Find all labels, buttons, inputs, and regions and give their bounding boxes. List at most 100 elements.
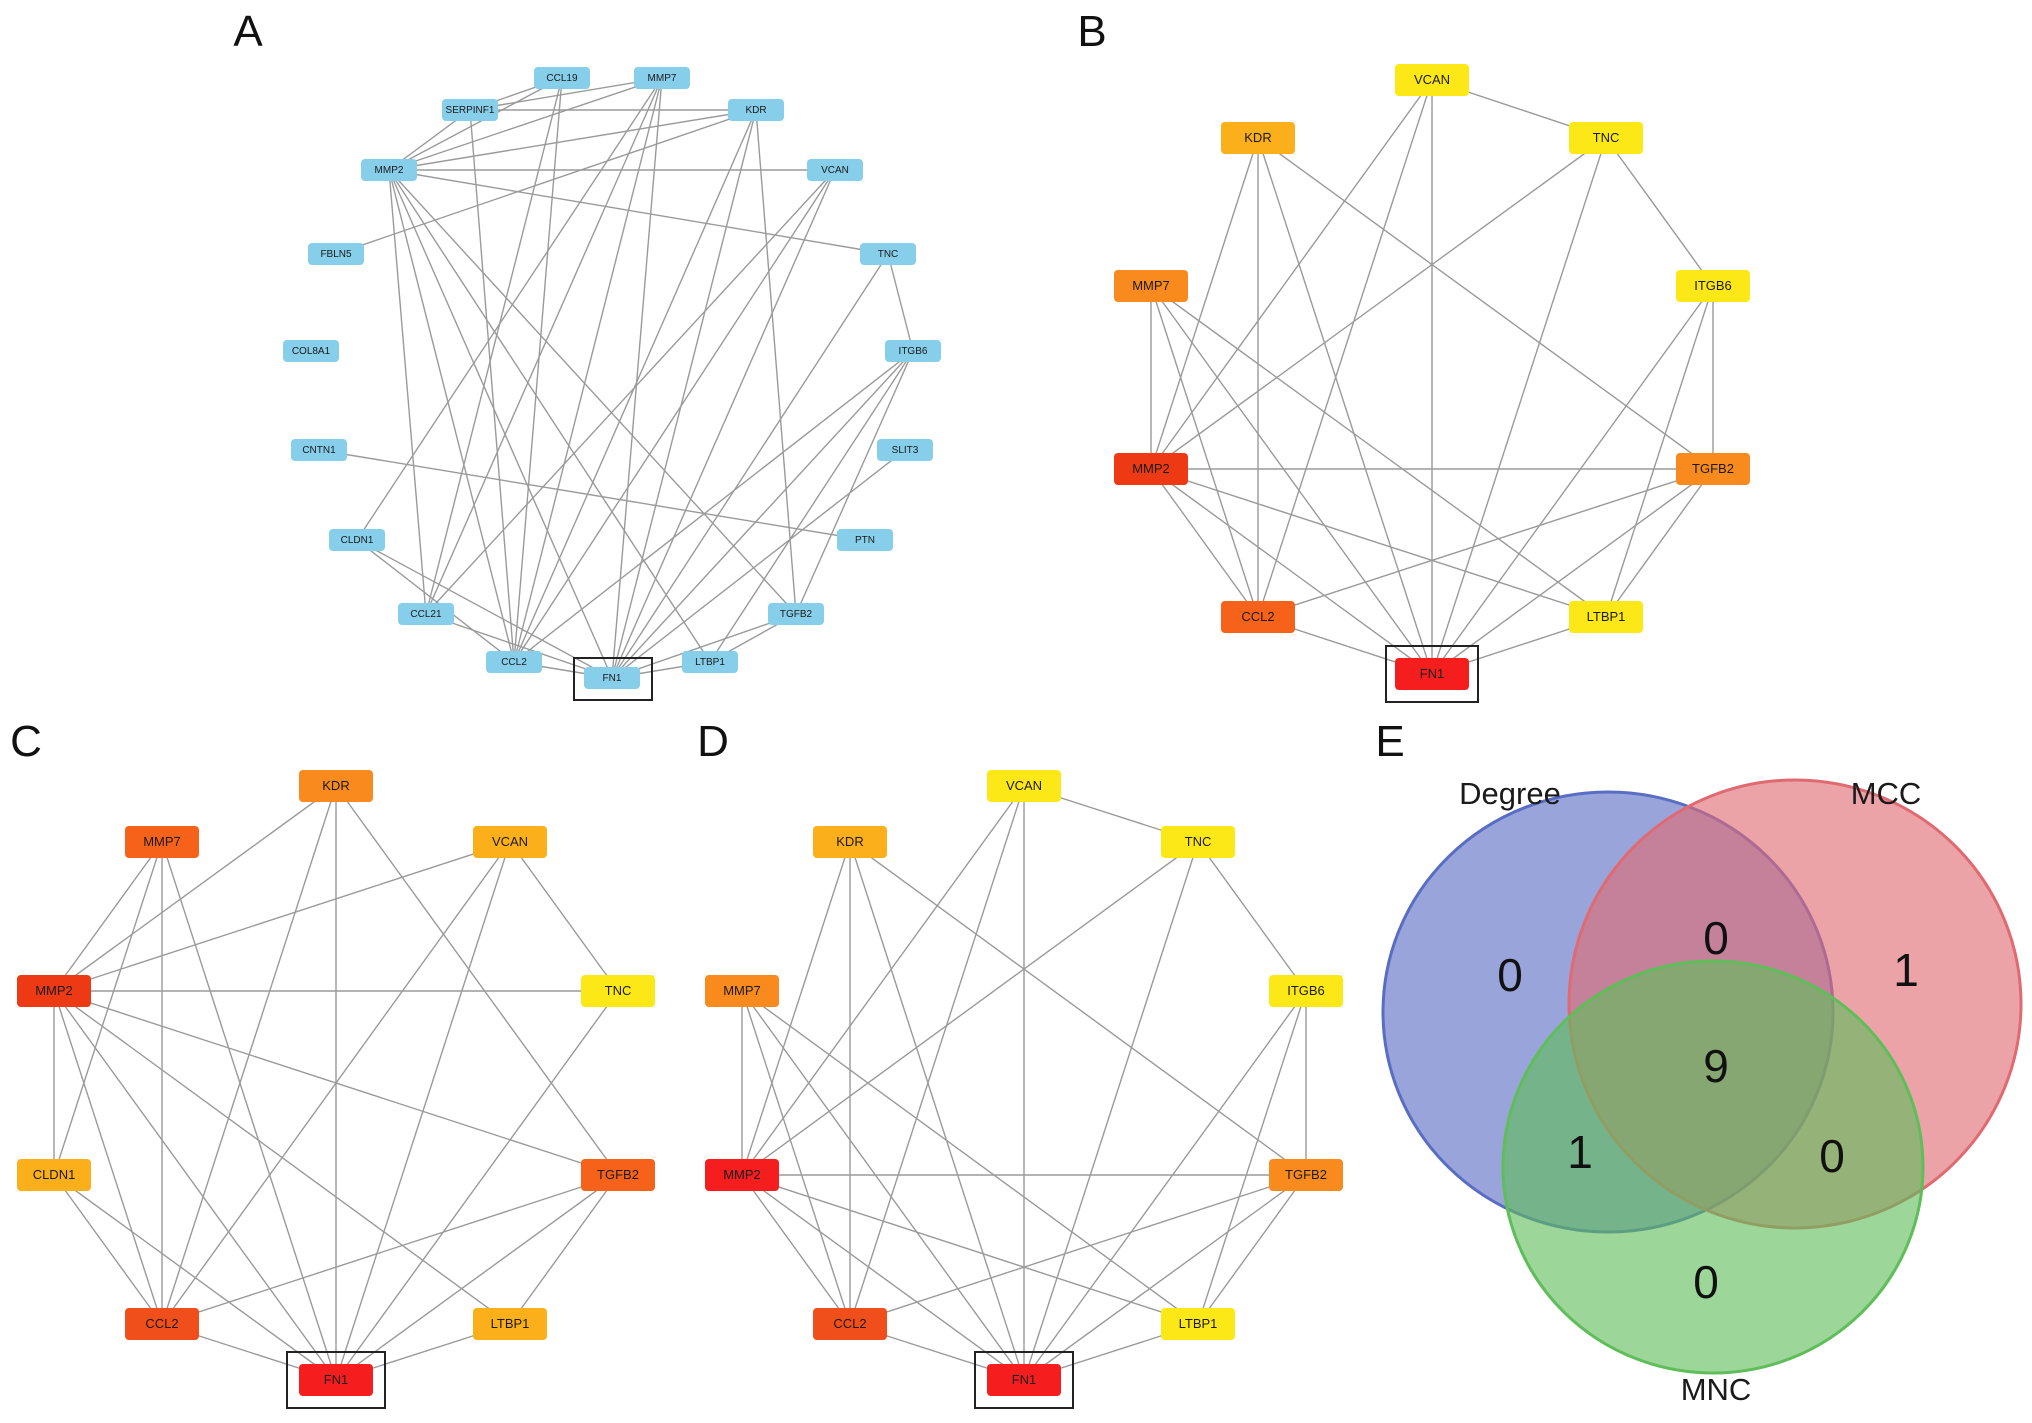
node-box bbox=[1221, 601, 1295, 633]
edge-mmp2-ccl19 bbox=[388, 77, 563, 171]
node-box bbox=[1676, 270, 1750, 302]
node-fn1[interactable]: FN1 bbox=[584, 667, 640, 689]
edge-mmp2-ltbp1 bbox=[1150, 468, 1607, 618]
node-fn1[interactable]: FN1 bbox=[1395, 658, 1469, 690]
node-mmp2[interactable]: MMP2 bbox=[17, 975, 91, 1007]
node-tgfb2[interactable]: TGFB2 bbox=[1676, 453, 1750, 485]
node-box bbox=[473, 1308, 547, 1340]
node-cntn1[interactable]: CNTN1 bbox=[291, 439, 347, 461]
node-tgfb2[interactable]: TGFB2 bbox=[768, 603, 824, 625]
node-mmp2[interactable]: MMP2 bbox=[1114, 453, 1188, 485]
node-vcan[interactable]: VCAN bbox=[987, 770, 1061, 802]
edge-mmp2-fn1 bbox=[388, 169, 613, 679]
node-box bbox=[1114, 270, 1188, 302]
venn-count-mcc-mnc: 0 bbox=[1819, 1130, 1845, 1182]
edge-mmp7-mmp2 bbox=[53, 841, 163, 992]
edge-mmp7-ccl2 bbox=[741, 990, 851, 1325]
node-mmp7[interactable]: MMP7 bbox=[705, 975, 779, 1007]
edge-serpinf1-mmp7 bbox=[469, 77, 663, 111]
venn-count-all-three: 9 bbox=[1703, 1040, 1729, 1092]
node-tnc[interactable]: TNC bbox=[860, 243, 916, 265]
node-box bbox=[299, 1364, 373, 1396]
node-mmp7[interactable]: MMP7 bbox=[1114, 270, 1188, 302]
node-label: ITGB6 bbox=[899, 346, 928, 357]
node-kdr[interactable]: KDR bbox=[728, 99, 784, 121]
panel-label-c: C bbox=[10, 717, 42, 766]
node-label: MMP2 bbox=[1132, 461, 1170, 476]
node-serpinf1[interactable]: SERPINF1 bbox=[442, 99, 498, 121]
node-ccl2[interactable]: CCL2 bbox=[125, 1308, 199, 1340]
edge-mmp2-fn1 bbox=[741, 1174, 1025, 1381]
edges bbox=[318, 77, 914, 679]
node-label: ITGB6 bbox=[1694, 278, 1732, 293]
node-label: CLDN1 bbox=[33, 1167, 76, 1182]
node-tnc[interactable]: TNC bbox=[581, 975, 655, 1007]
node-ltbp1[interactable]: LTBP1 bbox=[1161, 1308, 1235, 1340]
node-ccl19[interactable]: CCL19 bbox=[534, 67, 590, 89]
edge-tnc-fn1 bbox=[611, 253, 889, 679]
edge-mmp2-tgfb2 bbox=[53, 990, 619, 1176]
panel-label-d: D bbox=[697, 717, 729, 766]
node-ccl2[interactable]: CCL2 bbox=[486, 651, 542, 673]
edge-itgb6-ccl2 bbox=[513, 350, 914, 663]
node-box bbox=[17, 975, 91, 1007]
node-label: VCAN bbox=[492, 834, 528, 849]
edge-tgfb2-fn1 bbox=[1431, 468, 1714, 675]
node-tnc[interactable]: TNC bbox=[1161, 826, 1235, 858]
node-col8a1[interactable]: COL8A1 bbox=[283, 340, 339, 362]
edge-vcan-fn1 bbox=[611, 169, 836, 679]
node-vcan[interactable]: VCAN bbox=[807, 159, 863, 181]
node-vcan[interactable]: VCAN bbox=[473, 826, 547, 858]
node-box bbox=[837, 529, 893, 551]
node-kdr[interactable]: KDR bbox=[813, 826, 887, 858]
edge-kdr-tgfb2 bbox=[1257, 137, 1714, 470]
node-kdr[interactable]: KDR bbox=[299, 770, 373, 802]
node-box bbox=[728, 99, 784, 121]
node-label: MMP7 bbox=[723, 983, 761, 998]
node-itgb6[interactable]: ITGB6 bbox=[1676, 270, 1750, 302]
node-ccl21[interactable]: CCL21 bbox=[398, 603, 454, 625]
node-label: TGFB2 bbox=[597, 1167, 639, 1182]
edge-vcan-tnc bbox=[509, 841, 619, 992]
edge-tnc-fn1 bbox=[1023, 841, 1199, 1381]
node-ptn[interactable]: PTN bbox=[837, 529, 893, 551]
node-fn1[interactable]: FN1 bbox=[987, 1364, 1061, 1396]
node-box bbox=[581, 1159, 655, 1191]
node-ccl2[interactable]: CCL2 bbox=[1221, 601, 1295, 633]
node-kdr[interactable]: KDR bbox=[1221, 122, 1295, 154]
node-mmp2[interactable]: MMP2 bbox=[705, 1159, 779, 1191]
node-mmp7[interactable]: MMP7 bbox=[634, 67, 690, 89]
node-ltbp1[interactable]: LTBP1 bbox=[1569, 601, 1643, 633]
node-cldn1[interactable]: CLDN1 bbox=[17, 1159, 91, 1191]
edge-mmp2-ccl2 bbox=[388, 169, 515, 663]
node-ltbp1[interactable]: LTBP1 bbox=[682, 651, 738, 673]
node-tgfb2[interactable]: TGFB2 bbox=[581, 1159, 655, 1191]
node-tnc[interactable]: TNC bbox=[1569, 122, 1643, 154]
node-box bbox=[473, 826, 547, 858]
hub-highlight-box bbox=[573, 657, 653, 701]
edge-itgb6-ltbp1 bbox=[1605, 285, 1714, 618]
node-mmp2[interactable]: MMP2 bbox=[361, 159, 417, 181]
node-vcan[interactable]: VCAN bbox=[1395, 64, 1469, 96]
node-label: TNC bbox=[878, 249, 899, 260]
node-fbln5[interactable]: FBLN5 bbox=[308, 243, 364, 265]
node-slit3[interactable]: SLIT3 bbox=[877, 439, 933, 461]
venn-count-degree-mnc: 1 bbox=[1567, 1126, 1593, 1178]
edge-mmp2-tnc bbox=[388, 169, 889, 255]
edge-cntn1-ptn bbox=[318, 449, 866, 541]
node-tgfb2[interactable]: TGFB2 bbox=[1269, 1159, 1343, 1191]
node-box bbox=[442, 99, 498, 121]
node-itgb6[interactable]: ITGB6 bbox=[885, 340, 941, 362]
node-ccl2[interactable]: CCL2 bbox=[813, 1308, 887, 1340]
node-ltbp1[interactable]: LTBP1 bbox=[473, 1308, 547, 1340]
node-itgb6[interactable]: ITGB6 bbox=[1269, 975, 1343, 1007]
node-box bbox=[1569, 122, 1643, 154]
node-fn1[interactable]: FN1 bbox=[299, 1364, 373, 1396]
node-label: TNC bbox=[1185, 834, 1212, 849]
node-cldn1[interactable]: CLDN1 bbox=[329, 529, 385, 551]
node-box bbox=[813, 1308, 887, 1340]
node-mmp7[interactable]: MMP7 bbox=[125, 826, 199, 858]
node-label: SERPINF1 bbox=[446, 105, 495, 116]
edge-kdr-fn1 bbox=[1257, 137, 1433, 675]
